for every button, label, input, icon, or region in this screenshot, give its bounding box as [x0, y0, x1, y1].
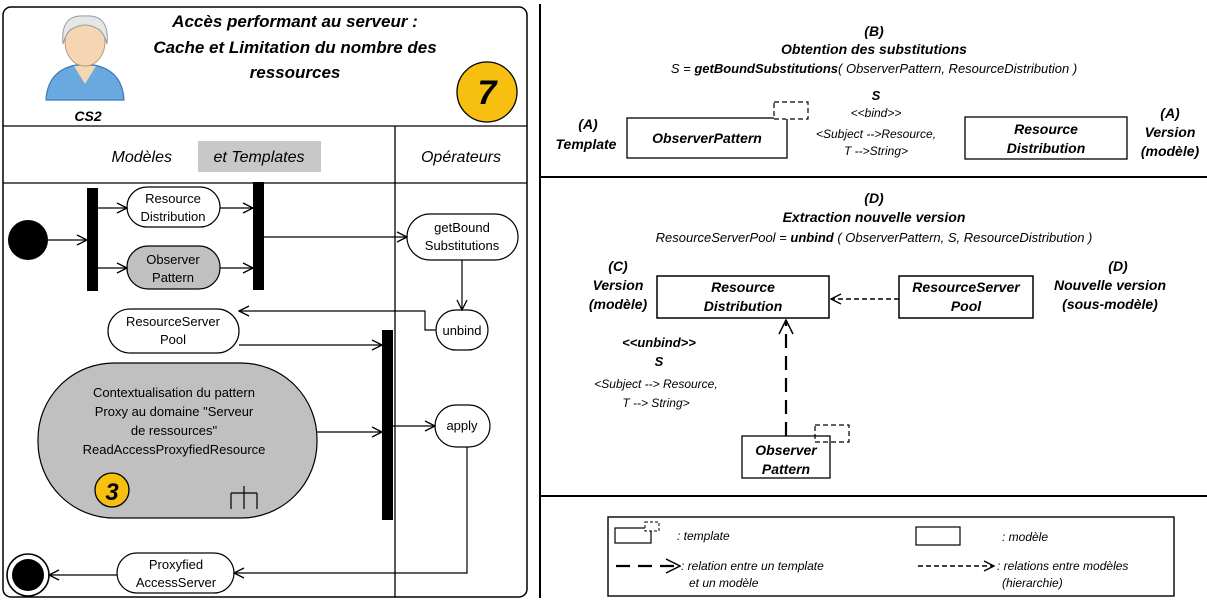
node-observer-pattern-line-2: Pattern	[152, 270, 194, 285]
legend-model-relation-label-1: : relations entre modèles	[997, 559, 1128, 573]
bind-stereotype: <<bind>>	[851, 106, 902, 120]
operator-get-bound-line-1: getBound	[434, 220, 490, 235]
node-contextualisation-line-1: Contextualisation du pattern	[93, 385, 255, 400]
node-contextualisation-line-4: ReadAccessProxyfiedResource	[83, 442, 266, 457]
flow-unbind-to-pool	[239, 311, 436, 331]
legend-model-label: : modèle	[1002, 530, 1048, 544]
legend-template-relation-label-1: : relation entre un template	[681, 559, 824, 573]
left-panel: CS2 Accès performant au serveur : Cache …	[2, 6, 528, 598]
section-d-formula: ResourceServerPool = unbind ( ObserverPa…	[656, 230, 1093, 245]
section-d-new-label-2: (sous-modèle)	[1062, 296, 1158, 312]
template-parameter-box	[773, 101, 809, 120]
legend-template-label: : template	[677, 529, 730, 543]
model-box-resource-distribution-b	[964, 116, 1128, 160]
operator-get-bound-line-2: Substitutions	[425, 238, 500, 253]
operator-apply-label: apply	[446, 418, 478, 433]
user-avatar-icon	[45, 15, 125, 101]
bind-substitution-line-2: T -->String>	[844, 144, 908, 158]
model-box-d-line-1: Resource	[711, 279, 775, 295]
inner-badge	[94, 472, 130, 508]
column-header-operators: Opérateurs	[421, 149, 501, 166]
column-header-templates: et Templates	[213, 149, 304, 166]
inner-badge-number: 3	[105, 479, 119, 506]
fork-bar	[87, 188, 98, 291]
bind-s-label: S	[872, 88, 881, 103]
section-d-new-label-1: Nouvelle version	[1054, 277, 1166, 293]
unbind-s-label: S	[655, 354, 664, 369]
node-resource-server-pool	[107, 308, 240, 354]
node-resource-server-pool-line-2: Pool	[160, 332, 186, 347]
initial-node	[8, 220, 48, 260]
subactivity-fork-icon	[230, 486, 258, 509]
section-d-title: Extraction nouvelle version	[783, 209, 966, 225]
template-parameter-box-d	[814, 424, 850, 443]
node-proxified-line-1: Proxyfied	[149, 557, 203, 572]
join-bar	[253, 182, 264, 290]
sync-bar	[382, 330, 393, 520]
section-d-version-label-2: (modèle)	[589, 296, 648, 312]
section-d-version-letter: (C)	[608, 258, 628, 274]
template-box-observer-pattern-d	[741, 435, 831, 479]
legend-model-relation-label-2: (hierarchie)	[1002, 576, 1063, 590]
template-parameter-gap	[786, 117, 788, 119]
final-node-core	[12, 559, 44, 591]
panel-title-line-2: Cache et Limitation du nombre des	[153, 38, 436, 57]
legend-template-parameter-symbol	[644, 521, 660, 532]
panel-title-line-1: Accès performant au serveur :	[171, 12, 418, 31]
flow-apply-to-proxified	[234, 447, 468, 573]
node-contextualisation-line-2: Proxy au domaine "Serveur	[95, 404, 254, 419]
section-b-template-label: Template	[556, 136, 617, 152]
section-b-letter: (B)	[864, 23, 884, 39]
template-box-observer-pattern	[626, 117, 788, 159]
section-b-version-letter: (A)	[1160, 105, 1180, 121]
bind-substitution-line-1: <Subject -->Resource,	[816, 127, 936, 141]
node-resource-distribution-line-2: Distribution	[140, 209, 205, 224]
template-box-d-line-1: Observer	[755, 442, 818, 458]
unbind-stereotype: <<unbind>>	[622, 335, 696, 350]
operator-unbind-label: unbind	[442, 323, 481, 338]
section-d: (D) Extraction nouvelle version Resource…	[589, 190, 1166, 479]
legend-model-symbol	[915, 526, 961, 546]
section-b-version-label-2: (modèle)	[1141, 143, 1200, 159]
case-label: CS2	[74, 108, 101, 124]
column-header-templates-highlight	[198, 141, 321, 172]
legend-frame	[607, 516, 1175, 597]
model-box-d-line-2: Distribution	[704, 298, 783, 314]
section-b-template-letter: (A)	[578, 116, 598, 132]
legend-template-symbol	[614, 527, 652, 544]
section-b: (B) Obtention des substitutions S = getB…	[556, 23, 1200, 160]
node-observer-pattern-line-1: Observer	[146, 252, 200, 267]
panel-title-line-3: ressources	[250, 63, 341, 82]
model-box-b-line-1: Resource	[1014, 121, 1078, 137]
section-d-letter: (D)	[864, 190, 884, 206]
node-proxified-line-2: AccessServer	[136, 575, 217, 590]
node-resource-distribution-line-1: Resource	[145, 191, 201, 206]
column-header-models: Modèles	[112, 149, 172, 166]
new-version-box-resource-server-pool	[898, 275, 1034, 319]
node-resource-server-pool-line-1: ResourceServer	[126, 314, 221, 329]
template-box-label: ObserverPattern	[652, 130, 762, 146]
section-d-version-label-1: Version	[593, 277, 644, 293]
model-box-resource-distribution-d	[656, 275, 830, 319]
model-box-b-line-2: Distribution	[1007, 140, 1086, 156]
section-b-version-label-1: Version	[1145, 124, 1196, 140]
section-b-formula: S = getBoundSubstitutions( ObserverPatte…	[671, 61, 1077, 76]
section-d-new-letter: (D)	[1108, 258, 1128, 274]
unbind-substitution-line-1: <Subject --> Resource,	[594, 377, 717, 391]
new-version-box-line-1: ResourceServer	[912, 279, 1021, 295]
template-box-d-line-2: Pattern	[762, 461, 810, 477]
step-badge	[456, 61, 518, 123]
legend: : template : modèle : relation entre un …	[607, 516, 1175, 597]
node-contextualisation-line-3: de ressources"	[131, 423, 218, 438]
unbind-substitution-line-2: T --> String>	[622, 396, 689, 410]
left-panel-frame	[2, 6, 528, 598]
section-b-title: Obtention des substitutions	[781, 41, 967, 57]
new-version-box-line-2: Pool	[951, 298, 982, 314]
legend-template-relation-label-2: et un modèle	[689, 576, 759, 590]
step-badge-number: 7	[478, 74, 499, 112]
